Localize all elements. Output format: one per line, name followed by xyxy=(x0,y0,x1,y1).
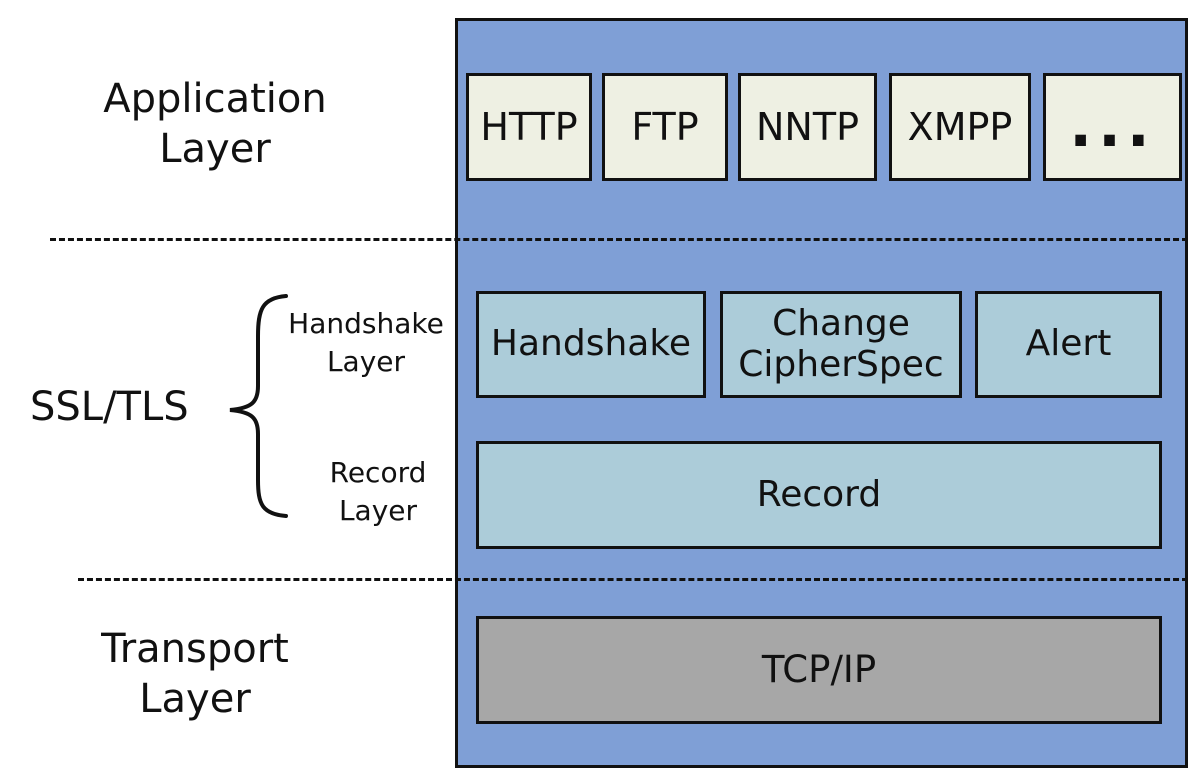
alert-protocol-box: Alert xyxy=(975,291,1162,398)
change-cipherspec-box: Change CipherSpec xyxy=(720,291,962,398)
record-layer-label: Record Layer xyxy=(329,456,427,527)
transport-layer-label: Transport Layer xyxy=(101,626,289,722)
tls-transport-divider xyxy=(78,578,1188,581)
app-protocol-nntp: NNTP xyxy=(738,73,877,181)
handshake-protocol-box: Handshake xyxy=(476,291,706,398)
app-protocol-http: HTTP xyxy=(466,73,592,181)
application-layer-label: Application Layer xyxy=(103,76,327,172)
app-protocol-more: ... xyxy=(1043,73,1182,181)
ssl-tls-label: SSL/TLS xyxy=(30,384,189,430)
application-tls-divider xyxy=(50,238,1188,241)
ssl-tls-brace xyxy=(229,294,288,518)
tcp-ip-box: TCP/IP xyxy=(476,616,1162,724)
app-protocol-ftp: FTP xyxy=(602,73,728,181)
record-protocol-box: Record xyxy=(476,441,1162,549)
app-protocol-xmpp: XMPP xyxy=(889,73,1031,181)
handshake-layer-label: Handshake Layer xyxy=(288,307,444,378)
